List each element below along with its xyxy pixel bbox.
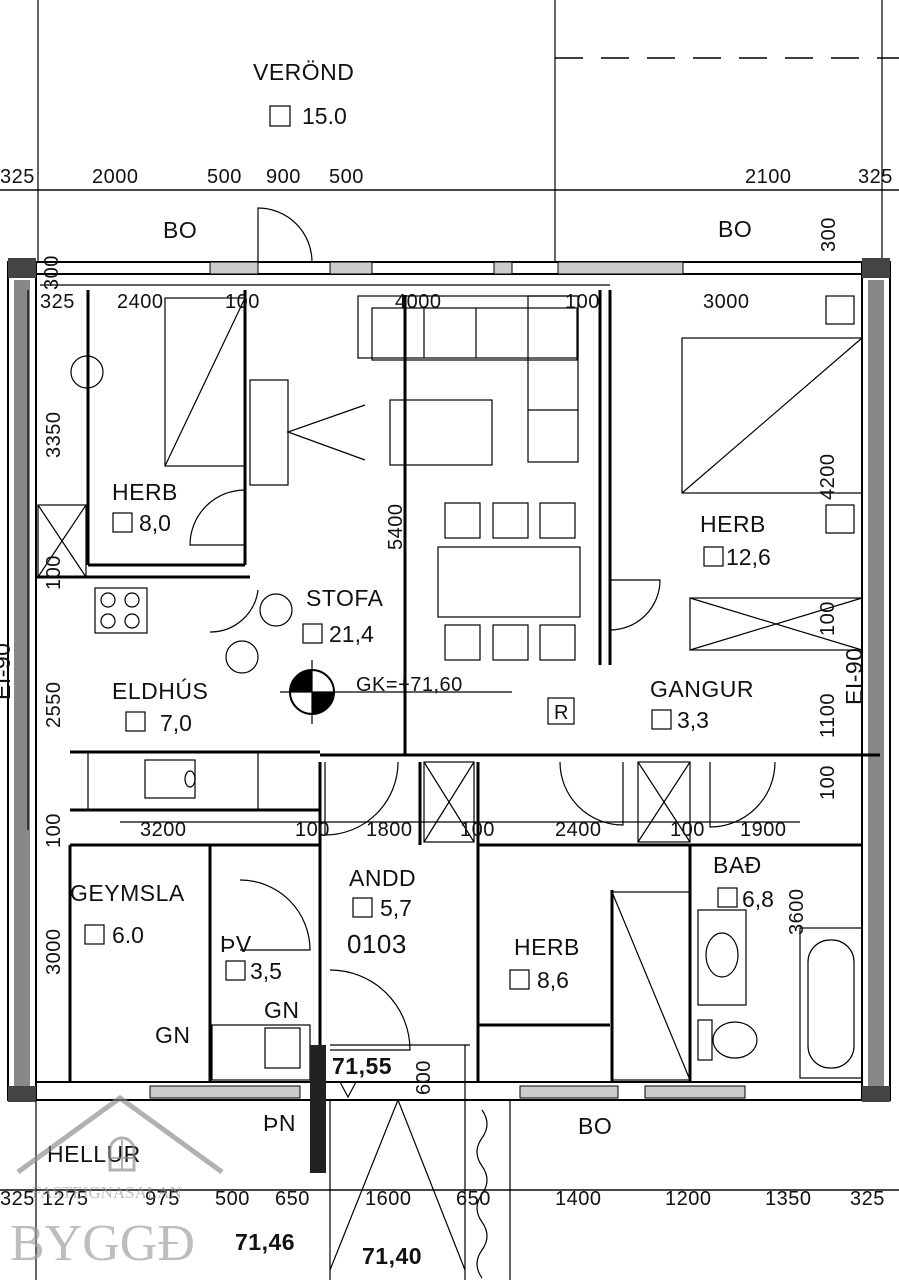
house-roof-icon	[16, 1094, 224, 1175]
dim-bottom-0: 325	[0, 1188, 35, 1210]
unit-number: 0103	[347, 929, 407, 959]
elevation-entry: 71,55	[332, 1053, 392, 1079]
dim-mid-4: 2400	[555, 819, 602, 841]
room-area-veroend: 15.0	[302, 103, 347, 129]
room-name-veroend: VERÖND	[253, 59, 354, 85]
room-area-herb-ne: 12,6	[726, 544, 771, 570]
exterior-walls	[7, 258, 891, 1102]
room-area-stofa: 21,4	[329, 621, 374, 647]
room-area-bad: 6,8	[742, 886, 774, 912]
dim-left-0: 3350	[43, 412, 65, 459]
dimension-texts: 325 2000 500 900 500 2100 325 300 300 32…	[0, 166, 893, 1210]
arched-window-icon	[108, 1136, 136, 1172]
dim-top-6: 325	[858, 166, 893, 188]
dim-left-4: 3000	[43, 929, 65, 976]
brand-watermark: FASTEIGNASALAN BYGGÐ	[10, 1094, 224, 1272]
elevation-front: 71,46	[235, 1229, 295, 1255]
brand-line1: FASTEIGNASALAN	[32, 1183, 182, 1202]
room-name-andd: ANDD	[349, 865, 416, 891]
dim-stofa-5400: 5400	[385, 504, 407, 551]
elevation-gk: GK=+71,60	[356, 674, 463, 696]
dim-top-4: 500	[329, 166, 364, 188]
dim-left-3: 100	[43, 813, 65, 848]
label-gn-1: GN	[155, 1022, 191, 1048]
dim-right-3: 3600	[786, 889, 808, 936]
label-ei-right: EI-90	[841, 648, 867, 705]
dim-top-3: 900	[266, 166, 301, 188]
dim-herb-4200: 4200	[817, 454, 839, 501]
dim-bottom-3: 500	[215, 1188, 250, 1210]
dim-bottom-2: 975	[145, 1188, 180, 1210]
dim-right-0: 100	[817, 601, 839, 636]
dim-mid-5: 100	[670, 819, 705, 841]
room-name-herb-ne: HERB	[700, 511, 766, 537]
label-ei-left: EI-90	[0, 643, 15, 700]
elevation-labels: GK=+71,60 71,55 71,46 71,40	[235, 674, 463, 1269]
other-labels: BO BO BO GN GN ÞN HELLUR R EI-90 EI-90	[0, 216, 867, 1167]
room-area-eldhus: 7,0	[160, 710, 192, 736]
dim-second-4: 100	[565, 291, 600, 313]
dim-second-1: 2400	[117, 291, 164, 313]
veranda-outline	[0, 0, 899, 262]
dim-top-1: 2000	[92, 166, 139, 188]
dim-bottom-9: 1350	[765, 1188, 812, 1210]
dim-left-1: 100	[43, 555, 65, 590]
dim-mid-1: 100	[295, 819, 330, 841]
room-area-geymsla: 6.0	[112, 922, 144, 948]
dim-bottom-1: 1275	[42, 1188, 89, 1210]
label-bo-ne: BO	[718, 216, 752, 242]
dim-left-2: 2550	[43, 682, 65, 729]
dim-bottom-5: 1600	[365, 1188, 412, 1210]
dim-mid-3: 100	[460, 819, 495, 841]
r-symbol-box	[547, 697, 575, 725]
dim-mid-6: 1900	[740, 819, 787, 841]
label-r: R	[554, 702, 569, 724]
dim-bottom-8: 1200	[665, 1188, 712, 1210]
dim-mid-0: 3200	[140, 819, 187, 841]
gk-symbol	[280, 660, 512, 724]
dim-top-0: 325	[0, 166, 35, 188]
dim-top-2: 500	[207, 166, 242, 188]
room-labels: VERÖND 15.0 HERB 8,0 STOFA 21,4 HERB 12,…	[70, 59, 774, 993]
label-bo-nw: BO	[163, 217, 197, 243]
elevation-path: 71,40	[362, 1243, 422, 1269]
dim-top-5: 2100	[745, 166, 792, 188]
room-area-andd: 5,7	[380, 895, 412, 921]
dim-second-3: 4000	[395, 291, 442, 313]
room-name-eldhus: ELDHÚS	[112, 678, 208, 704]
dim-bottom-4: 650	[275, 1188, 310, 1210]
brand-line2: BYGGÐ	[10, 1215, 195, 1272]
dim-left-300: 300	[41, 255, 63, 290]
dim-right-1: 1100	[817, 693, 839, 738]
dim-entry-600: 600	[413, 1060, 435, 1095]
room-name-stofa: STOFA	[306, 585, 384, 611]
dim-top-300: 300	[818, 217, 840, 252]
room-name-gangur: GANGUR	[650, 676, 754, 702]
room-name-geymsla: GEYMSLA	[70, 880, 185, 906]
dim-second-2: 100	[225, 291, 260, 313]
dim-second-5: 3000	[703, 291, 750, 313]
doors	[189, 207, 776, 1051]
room-name-pv: ÞV	[220, 931, 252, 957]
dim-second-0: 325	[40, 291, 75, 313]
label-pn: ÞN	[263, 1110, 296, 1136]
room-name-herb-nw: HERB	[112, 479, 178, 505]
room-name-herb-s: HERB	[514, 934, 580, 960]
dim-bottom-10: 325	[850, 1188, 885, 1210]
dimension-lines	[0, 189, 899, 1191]
label-bo-s: BO	[578, 1113, 612, 1139]
room-area-pv: 3,5	[250, 958, 282, 984]
room-name-bad: BAÐ	[713, 852, 762, 878]
area-box-veroend	[269, 105, 291, 127]
label-gn-2: GN	[264, 997, 300, 1023]
dim-bottom-7: 1400	[555, 1188, 602, 1210]
dim-right-2: 100	[817, 765, 839, 800]
label-hellur: HELLUR	[47, 1141, 141, 1167]
room-area-herb-nw: 8,0	[139, 510, 171, 536]
room-area-herb-s: 8,6	[537, 967, 569, 993]
dim-mid-2: 1800	[366, 819, 413, 841]
room-area-gangur: 3,3	[677, 707, 709, 733]
dim-bottom-6: 650	[456, 1188, 491, 1210]
